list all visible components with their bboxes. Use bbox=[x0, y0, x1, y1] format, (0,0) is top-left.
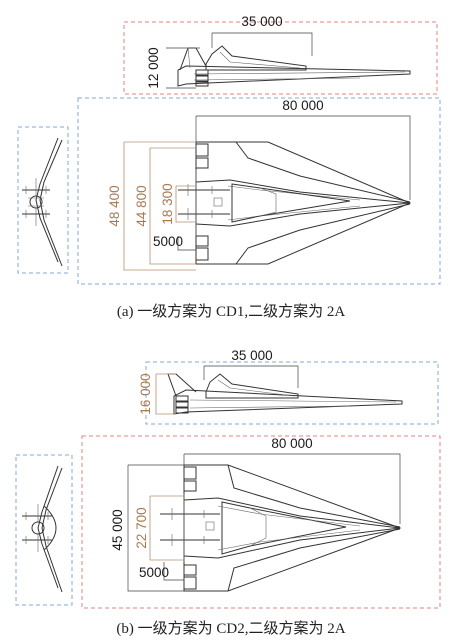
dim-b-top-length: 35 000 bbox=[231, 348, 272, 363]
dim-a-bottom-length: 80 000 bbox=[282, 98, 323, 113]
dim-a-offset: 5000 bbox=[153, 234, 183, 249]
panel-a: 35 000 12 000 bbox=[17, 14, 441, 285]
frame-a-front-view bbox=[17, 126, 69, 274]
dim-a-top-height: 12 000 bbox=[146, 47, 161, 88]
front-view-a-vehicle bbox=[22, 137, 63, 267]
dim-b-bottom-length: 80 000 bbox=[271, 436, 312, 451]
side-view-b-vehicle bbox=[167, 373, 403, 415]
frame-b-side-view bbox=[145, 361, 439, 425]
caption-b: (b) 一级方案为 CD2,二级方案为 2A bbox=[116, 621, 346, 637]
dim-a-span-mid: 44 800 bbox=[134, 185, 149, 226]
dim-a-top-length: 35 000 bbox=[241, 14, 282, 29]
dim-b-offset: 5000 bbox=[139, 565, 169, 580]
side-view-a-vehicle bbox=[177, 45, 411, 87]
dim-a-span-outer: 48 400 bbox=[107, 185, 122, 226]
dim-b-span-outer: 45 000 bbox=[110, 509, 125, 550]
dim-a-span-inner: 18 300 bbox=[160, 183, 175, 224]
top-view-b-vehicle bbox=[160, 464, 402, 592]
frame-b-front-view bbox=[15, 454, 73, 606]
dim-b-span-inner: 22 700 bbox=[134, 507, 149, 548]
frame-b-top-view bbox=[81, 435, 441, 609]
caption-a: (a) 一级方案为 CD1,二级方案为 2A bbox=[116, 304, 346, 320]
front-view-b-vehicle bbox=[22, 465, 63, 593]
frame-a-top-view bbox=[77, 97, 441, 285]
top-view-a-vehicle bbox=[178, 141, 412, 265]
frame-a-side-view bbox=[123, 21, 438, 95]
panel-b: 35 000 16 000 bbox=[15, 348, 441, 609]
dim-b-top-height: 16 000 bbox=[138, 373, 153, 414]
